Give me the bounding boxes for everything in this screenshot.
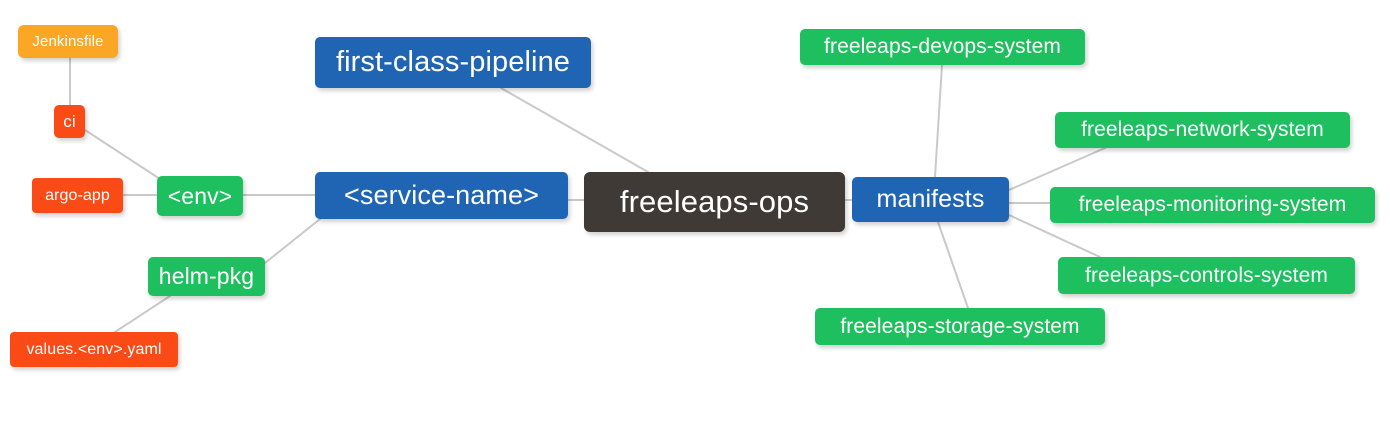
node-argo-app[interactable]: argo-app — [32, 178, 123, 213]
edge-manifests-to-freeleaps-storage-system — [937, 221, 969, 309]
node-freeleaps-controls-system[interactable]: freeleaps-controls-system — [1058, 257, 1355, 294]
node-helm-pkg[interactable]: helm-pkg — [148, 257, 265, 296]
node-values-yaml[interactable]: values.<env>.yaml — [10, 332, 178, 367]
edge-service-name-to-helm-pkg — [264, 218, 321, 264]
node-jenkinsfile[interactable]: Jenkinsfile — [18, 25, 118, 58]
node-freeleaps-network-system[interactable]: freeleaps-network-system — [1055, 112, 1350, 148]
node-env[interactable]: <env> — [157, 176, 243, 216]
node-first-class-pipeline[interactable]: first-class-pipeline — [315, 37, 591, 88]
node-freeleaps-monitoring-system[interactable]: freeleaps-monitoring-system — [1050, 187, 1375, 223]
node-freeleaps-devops-system[interactable]: freeleaps-devops-system — [800, 29, 1085, 65]
node-freeleaps-storage-system[interactable]: freeleaps-storage-system — [815, 308, 1105, 345]
node-freeleaps-ops[interactable]: freeleaps-ops — [584, 172, 845, 232]
node-service-name[interactable]: <service-name> — [315, 172, 568, 219]
edge-first-class-pipeline-to-freeleaps-ops — [500, 87, 649, 173]
node-manifests[interactable]: manifests — [852, 177, 1009, 222]
edge-manifests-to-freeleaps-devops-system — [934, 64, 943, 178]
edge-manifests-to-freeleaps-network-system — [1008, 147, 1106, 191]
edge-helm-pkg-to-values-yaml — [114, 295, 171, 333]
edge-ci-to-env — [84, 129, 161, 180]
node-ci[interactable]: ci — [54, 105, 85, 138]
